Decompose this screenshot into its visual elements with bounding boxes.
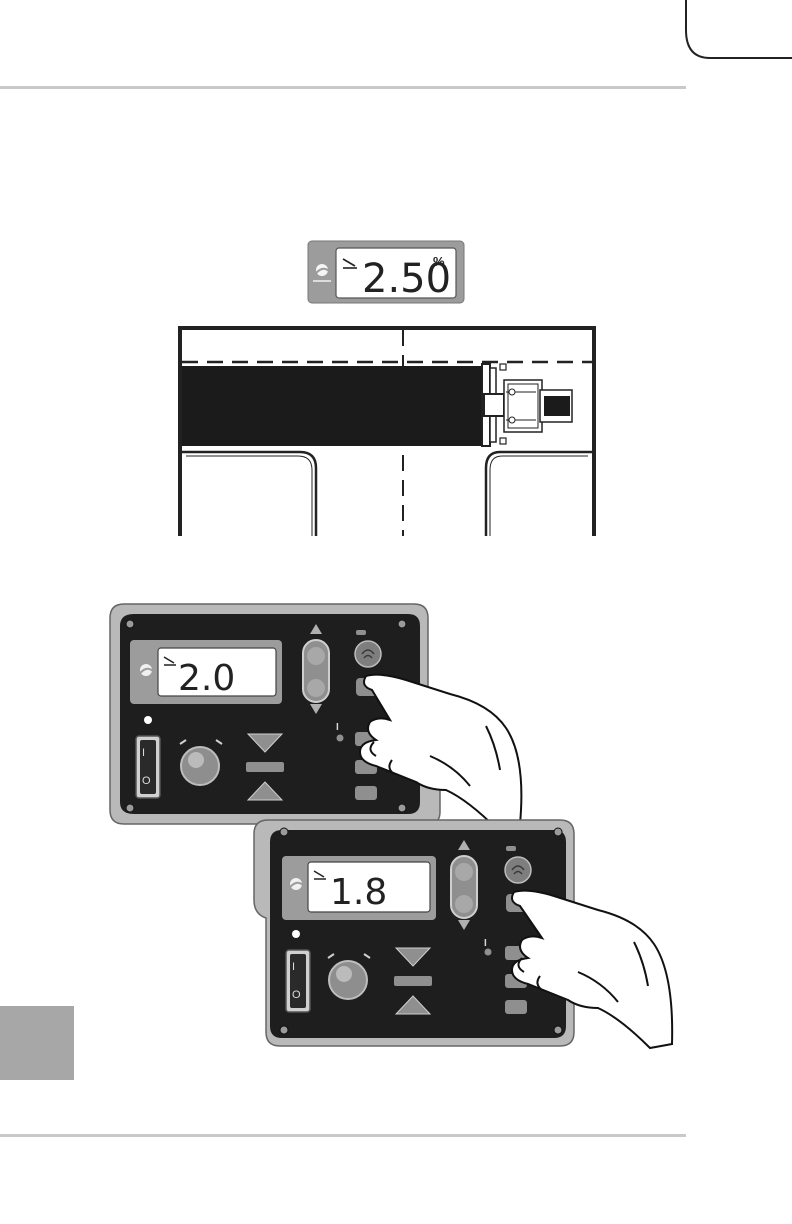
panel-2-hold-icon: I [484,938,487,949]
panel-2-power-led [292,930,300,938]
panel-2-hold-led [485,949,492,956]
panel-2-button-3[interactable] [505,1000,527,1014]
panel-2-sensor-icon [505,857,531,883]
panel-2-display-value: 1.8 [330,872,387,913]
panel-2-center-bar [394,976,432,986]
svg-text:I: I [292,961,295,973]
panel-2-power-switch[interactable]: I O [286,950,310,1012]
panel-2-status-led [506,846,516,851]
svg-text:O: O [292,989,301,1001]
